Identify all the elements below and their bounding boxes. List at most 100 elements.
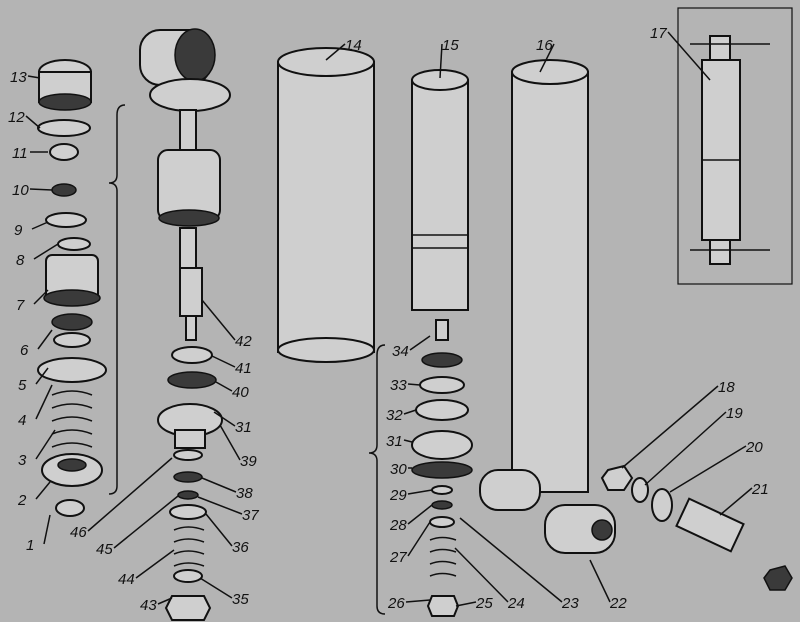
tube-15 xyxy=(411,69,469,311)
part-label-10: 10 xyxy=(12,182,29,199)
leader-line-42 xyxy=(201,299,236,341)
part-label-16: 16 xyxy=(536,37,553,54)
leader-line-13 xyxy=(27,75,41,79)
part-label-13: 13 xyxy=(10,69,27,86)
leader-line-33 xyxy=(407,383,421,386)
part-label-34: 34 xyxy=(392,343,409,360)
leader-lines xyxy=(25,31,753,607)
part-label-3: 3 xyxy=(18,452,27,469)
tube-16 xyxy=(479,59,616,554)
leader-line-2 xyxy=(35,481,51,500)
leader-line-31 xyxy=(403,439,413,443)
inset-assembled-view xyxy=(677,7,793,285)
leader-line-38 xyxy=(201,477,237,493)
leader-line-45 xyxy=(113,495,179,549)
leader-line-6 xyxy=(37,329,53,350)
part-label-27: 27 xyxy=(389,549,407,566)
part-label-41: 41 xyxy=(235,360,252,377)
part-label-24: 24 xyxy=(507,595,525,612)
tube-14 xyxy=(277,47,375,363)
part-label-42: 42 xyxy=(235,333,252,350)
leader-line-16 xyxy=(539,43,555,73)
leader-line-36 xyxy=(205,513,233,547)
part-label-33: 33 xyxy=(390,377,407,394)
part-label-43: 43 xyxy=(140,597,157,614)
part-label-44: 44 xyxy=(118,571,135,588)
leader-line-4 xyxy=(35,384,53,420)
part-label-11: 11 xyxy=(12,145,28,162)
leader-line-7 xyxy=(33,289,49,305)
center-piston-stack xyxy=(139,28,231,621)
leader-line-37 xyxy=(197,496,243,515)
leader-line-1 xyxy=(43,514,51,545)
part-label-23: 23 xyxy=(561,595,579,612)
part-label-25: 25 xyxy=(475,595,493,612)
parts-drawing xyxy=(37,7,793,621)
part-label-4: 4 xyxy=(18,412,26,429)
part-label-19: 19 xyxy=(726,405,743,422)
leader-line-44 xyxy=(135,549,175,579)
leader-line-20 xyxy=(669,445,747,493)
part-label-37: 37 xyxy=(242,507,259,524)
leader-line-31b xyxy=(213,411,236,427)
part-label-40: 40 xyxy=(232,384,249,401)
leader-line-18 xyxy=(621,385,719,469)
part-label-18: 18 xyxy=(718,379,735,396)
part-label-38: 38 xyxy=(236,485,253,502)
leader-line-32 xyxy=(403,409,417,415)
part-label-21: 21 xyxy=(751,481,769,498)
part-label-26: 26 xyxy=(387,595,405,612)
leader-line-40 xyxy=(215,381,233,392)
part-label-35: 35 xyxy=(232,591,249,608)
part-label-14: 14 xyxy=(345,37,362,54)
leader-line-22 xyxy=(589,559,611,603)
leader-line-12 xyxy=(25,115,41,129)
part-label-29: 29 xyxy=(389,487,407,504)
part-label-5: 5 xyxy=(18,377,27,394)
part-label-15: 15 xyxy=(442,37,459,54)
part-label-28: 28 xyxy=(389,517,407,534)
leader-line-46 xyxy=(87,457,173,532)
leader-line-5 xyxy=(35,367,49,385)
part-label-22: 22 xyxy=(609,595,627,612)
leader-line-41 xyxy=(211,355,236,368)
part-label-31b: 31 xyxy=(235,419,252,436)
part-label-46: 46 xyxy=(70,524,87,541)
part-label-20: 20 xyxy=(745,439,763,456)
part-label-1: 1 xyxy=(26,537,34,554)
leader-line-27 xyxy=(407,521,431,557)
part-label-17: 17 xyxy=(650,25,667,42)
leader-line-23 xyxy=(459,517,563,603)
leader-line-19 xyxy=(644,411,727,486)
part-label-39: 39 xyxy=(240,453,257,470)
leader-line-9 xyxy=(31,221,49,230)
leader-line-26 xyxy=(405,599,431,603)
part-label-2: 2 xyxy=(17,492,27,509)
leader-line-21 xyxy=(719,487,753,516)
right-valve-stack xyxy=(368,319,473,617)
part-label-12: 12 xyxy=(8,109,25,126)
leader-line-8 xyxy=(33,243,59,260)
leader-line-24 xyxy=(454,547,509,603)
leader-line-15 xyxy=(439,43,443,79)
leader-line-25 xyxy=(455,601,477,607)
part-label-6: 6 xyxy=(20,342,29,359)
leader-line-28 xyxy=(407,504,433,525)
part-label-9: 9 xyxy=(14,222,23,239)
leader-line-10 xyxy=(29,188,53,191)
leader-line-35 xyxy=(199,577,233,599)
leader-line-14 xyxy=(325,43,346,61)
part-label-8: 8 xyxy=(16,252,25,269)
leader-line-43 xyxy=(157,597,173,605)
leader-line-3 xyxy=(35,429,56,460)
part-label-36: 36 xyxy=(232,539,249,556)
leader-line-17 xyxy=(667,31,711,81)
part-label-31: 31 xyxy=(386,433,403,450)
part-label-30: 30 xyxy=(390,461,407,478)
part-label-7: 7 xyxy=(16,297,25,314)
leader-line-39 xyxy=(219,424,241,461)
part-label-45: 45 xyxy=(96,541,113,558)
mount-parts xyxy=(600,464,793,591)
